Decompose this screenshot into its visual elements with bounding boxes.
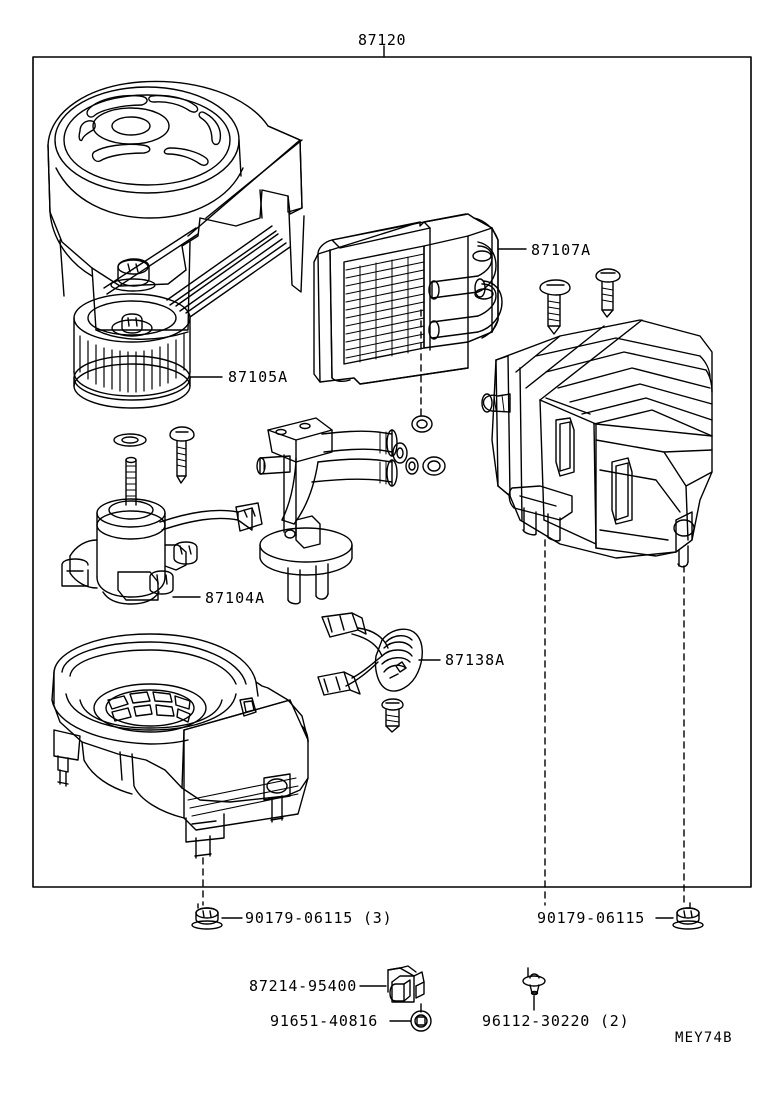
label-87107A: 87107A bbox=[531, 241, 592, 259]
heater-unit-case bbox=[481, 268, 713, 906]
label-91651-40816: 91651-40816 bbox=[270, 1012, 379, 1030]
nut-icon-right bbox=[655, 902, 704, 930]
nut-icon-left bbox=[191, 903, 243, 930]
label-96112-30220-2: 96112-30220 (2) bbox=[482, 1012, 630, 1030]
label-90179-06115-3: 90179-06115 (3) bbox=[245, 909, 393, 927]
clip-icon bbox=[359, 965, 425, 1003]
label-87214-95400: 87214-95400 bbox=[249, 977, 358, 995]
blower-resistor bbox=[317, 612, 441, 733]
grommet-icon bbox=[522, 967, 546, 1011]
diagram-frame bbox=[32, 56, 752, 888]
label-87120: 87120 bbox=[358, 31, 407, 49]
blower-fan-wheel bbox=[73, 258, 223, 409]
blower-motor bbox=[61, 426, 263, 605]
label-87105A: 87105A bbox=[228, 368, 289, 386]
blower-case-lower bbox=[51, 633, 309, 859]
o-ring-set bbox=[392, 415, 446, 476]
label-87138A: 87138A bbox=[445, 651, 506, 669]
heater-water-pipe-bracket bbox=[256, 417, 398, 605]
sheet-code: MEY74B bbox=[675, 1030, 733, 1046]
heater-radiator-core bbox=[313, 213, 527, 417]
bolt-head-icon bbox=[389, 1003, 432, 1032]
label-90179-06115: 90179-06115 bbox=[537, 909, 646, 927]
blower-case-upper-cover bbox=[47, 80, 305, 340]
label-87104A: 87104A bbox=[205, 589, 266, 607]
